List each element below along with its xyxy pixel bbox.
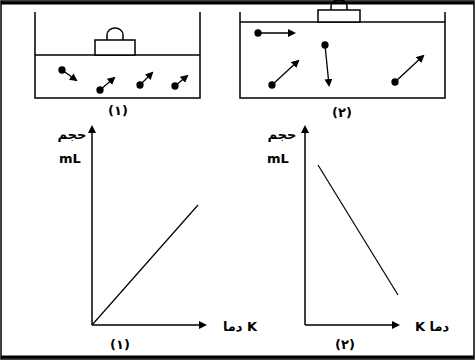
axis-label: حجم [58,128,87,141]
unit-label: mL [59,152,81,165]
axis-label: حجم [268,128,297,141]
axis-label: K دما [415,320,449,333]
velocity-arrow [258,32,294,33]
velocity-arrow [325,45,329,85]
velocity-arrow [175,76,187,86]
container-1 [35,12,200,98]
frame-bottom [1,356,474,359]
container-label: (۱) [108,104,128,117]
gas-molecules-1 [59,67,187,93]
velocity-arrow [62,70,76,80]
velocity-arrow [140,73,152,85]
container-2 [240,0,445,98]
gas-molecules-2 [255,30,423,88]
velocity-arrow [272,61,298,85]
container-label: (۲) [332,106,352,119]
graph-label: (۱) [110,338,130,351]
graph-label: (۲) [335,338,355,351]
axis-label: دما K [223,320,257,333]
graph-1 [92,127,205,325]
graph-2 [305,127,398,325]
unit-label: mL [267,152,289,165]
velocity-arrow [395,56,423,82]
frame-top [1,2,474,5]
velocity-arrow [100,78,114,90]
